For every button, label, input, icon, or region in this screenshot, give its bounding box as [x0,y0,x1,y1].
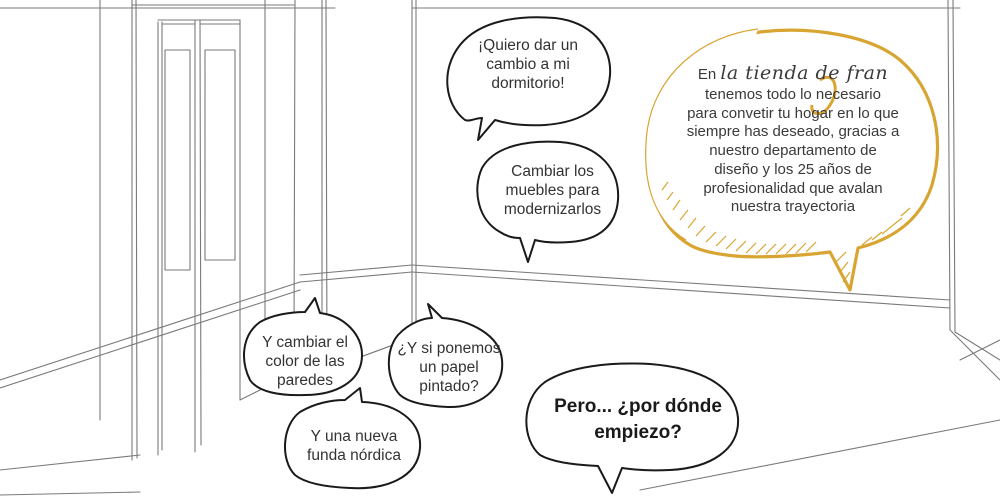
bubble-muebles-text: Cambiar los muebles para modernizarlos [495,163,610,220]
brand-bubble [645,28,940,292]
bubble-papel [387,303,504,409]
brand-swirl [810,76,837,116]
text-line: profesionalidad que avalan [703,179,883,197]
brand-intro: En [697,66,717,83]
text-line: Y una nueva [310,428,398,445]
brand-heading: En la tienda de fran [668,62,918,86]
text-line: Cambiar los [511,163,594,180]
bubble-color [243,297,363,397]
bubble-dormitorio [446,16,612,141]
text-line: ¡Quiero dar un [478,37,578,54]
text-line: Pero... ¿por dónde [554,396,722,417]
text-line: nuestro departamento de [709,142,877,159]
text-line: funda nórdica [307,446,401,464]
text-line: modernizarlos [503,200,602,218]
text-line: nuestra trayectoria [730,198,856,216]
text-line: muebles para [505,181,600,199]
bubble-color-text: Y cambiar el color de las paredes [252,334,358,391]
bubble-funda-text: Y una nueva funda nórdica [290,428,418,466]
brand-hatching [661,181,911,283]
text-line: color de las [265,352,345,370]
text-line: diseño y los 25 años de [714,160,872,178]
bubble-empiezo-text: Pero... ¿por dónde empiezo? [540,394,736,445]
text-line: pintado? [419,377,479,395]
text-line: cambio a mi [486,55,570,73]
bubble-funda [283,387,422,490]
text-line: siempre has deseado, gracias a [686,123,900,141]
text-line: para convetir tu hogar en lo que [687,104,899,122]
text-line: empiezo? [594,421,682,443]
bubble-dormitorio-text: ¡Quiero dar un cambio a mi dormitorio! [468,37,588,94]
text-line: paredes [276,371,333,389]
speech-bubbles [243,16,740,494]
brand-logo-name: la tienda de fran [720,62,889,84]
text-line: ¿Y si ponemos [397,340,501,357]
brand-bubble-text: En la tienda de fran tenemos todo lo nec… [668,62,918,217]
bubble-empiezo [525,362,740,494]
bubble-papel-text: ¿Y si ponemos un papel pintado? [393,340,505,397]
text-line: Y cambiar el [262,334,348,351]
text-line: tenemos todo lo necesario [705,85,881,103]
bubble-muebles [476,140,620,263]
text-line: dormitorio! [491,74,565,92]
text-line: un papel [419,358,479,376]
